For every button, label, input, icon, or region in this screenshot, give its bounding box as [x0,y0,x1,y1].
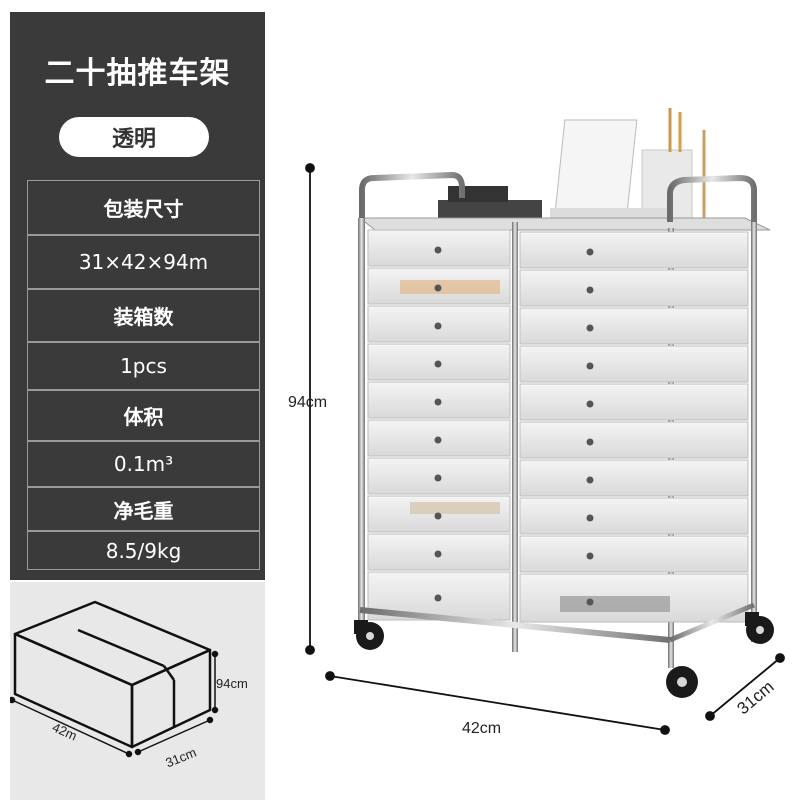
spec-value-volume: 0.1m³ [27,441,260,487]
spec-label-weight: 净毛重 [27,487,260,531]
carton-box-icon [10,600,219,758]
drawers-left-column [367,229,511,621]
product-height-label: 94cm [288,394,328,411]
drawers-right-column [519,231,749,623]
product-length-label: 42cm [462,720,502,737]
spec-value-weight: 8.5/9kg [27,531,260,570]
top-items [438,108,706,221]
spec-value-package-size: 31×42×94m [27,235,260,289]
product-title: 二十抽推车架 [44,56,231,91]
spec-value-carton-qty: 1pcs [27,342,260,390]
spec-label-carton-qty: 装箱数 [27,289,260,342]
spec-panel: 二十抽推车架 透明 包装尺寸 31×42×94m 装箱数 1pcs 体积 0.1… [10,12,265,580]
color-badge: 透明 [59,117,209,157]
spec-label-volume: 体积 [27,390,260,441]
carton-illustration: 94cm 42m 31cm [10,582,265,800]
box-height-label: 94cm [216,676,248,691]
drawer-cart-image [305,108,785,735]
spec-label-package-size: 包装尺寸 [27,180,260,235]
product-dimension-lines [305,163,785,735]
